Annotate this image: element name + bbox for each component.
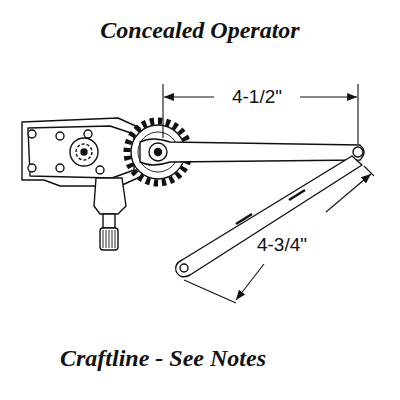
main-arm bbox=[140, 139, 364, 165]
caption: Craftline - See Notes bbox=[60, 345, 266, 371]
link-arm bbox=[176, 156, 362, 277]
worm-housing bbox=[94, 178, 126, 214]
dimension-label: 4-3/4" bbox=[254, 235, 310, 256]
title: Concealed Operator bbox=[100, 17, 299, 43]
dimension-label: 4-1/2" bbox=[229, 87, 285, 108]
spline-spindle bbox=[100, 228, 118, 250]
